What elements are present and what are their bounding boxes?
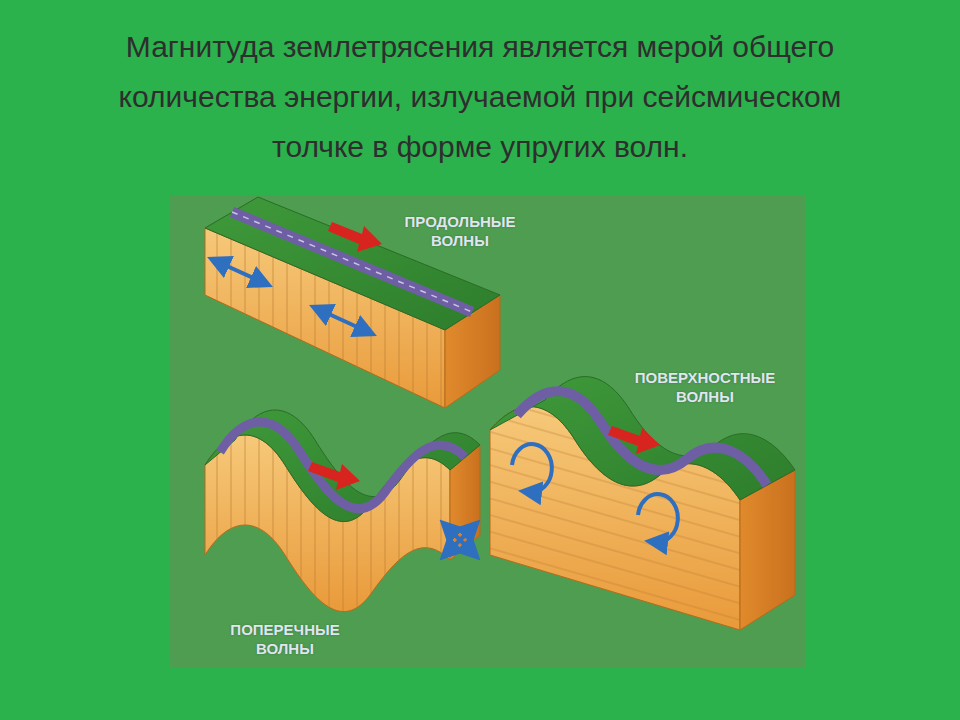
- wave-label: ПРОДОЛЬНЫЕ ВОЛНЫ: [395, 212, 525, 250]
- motion-arrow: [448, 528, 472, 552]
- transverse-block: [205, 410, 480, 612]
- direction-arrow: [608, 426, 660, 454]
- wave-label: ПОПЕРЕЧНЫЕ ВОЛНЫ: [205, 620, 365, 658]
- motion-arrow: [448, 528, 472, 552]
- picture-panel: [170, 195, 805, 668]
- wave-label: ПОВЕРХНОСТНЫЕ ВОЛНЫ: [610, 368, 800, 406]
- motion-arrow: [218, 262, 262, 282]
- slide-title: Магнитуда землетрясения является мерой о…: [80, 22, 880, 172]
- orbit-arrow: [512, 444, 552, 492]
- road: [220, 422, 465, 509]
- block-top: [205, 410, 480, 522]
- direction-arrow: [328, 222, 382, 252]
- road: [517, 391, 767, 485]
- surface-block: [490, 377, 795, 630]
- orbit-arrow: [638, 494, 678, 542]
- direction-arrow: [308, 462, 360, 490]
- motion-arrow: [320, 310, 366, 331]
- block-top: [490, 377, 795, 500]
